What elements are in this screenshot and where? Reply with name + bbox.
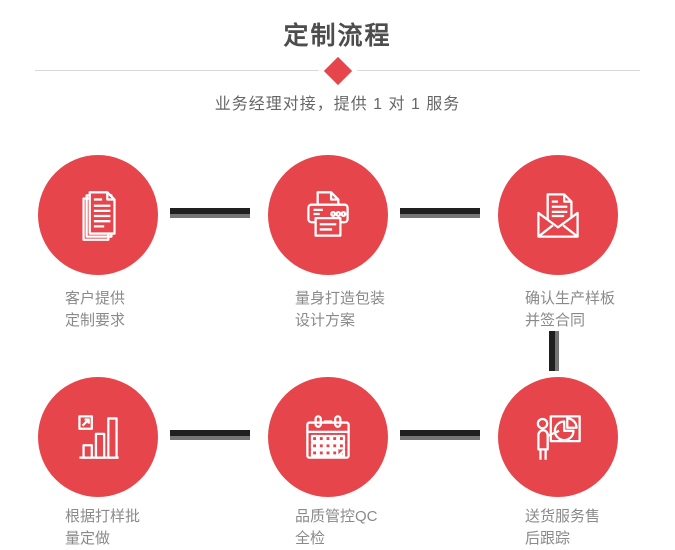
printer-icon — [307, 191, 349, 237]
connector-step5-step6 — [400, 430, 480, 440]
bar-chart-icon — [78, 415, 119, 459]
step-label-6: 送货服务售 后跟踪 — [525, 508, 601, 547]
step-label-1: 客户提供 定制要求 — [65, 290, 126, 329]
step-label-3: 确认生产样板 并签合同 — [525, 290, 616, 329]
step-circle-5 — [268, 377, 388, 497]
connector-step3-step6 — [549, 331, 559, 371]
step-circle-3 — [498, 155, 618, 275]
documents-icon — [82, 191, 116, 241]
step-circle-6 — [498, 377, 618, 497]
step-circle-2 — [268, 155, 388, 275]
step-circle-1 — [38, 155, 158, 275]
connector-step4-step5 — [170, 430, 250, 440]
calendar-icon — [306, 415, 350, 459]
step-label-2: 量身打造包装 设计方案 — [295, 290, 386, 329]
page-title: 定制流程 — [283, 22, 392, 50]
open-envelope-icon — [537, 193, 579, 238]
step-circle-4 — [38, 377, 158, 497]
diamond-icon — [323, 56, 352, 86]
subtitle: 业务经理对接，提供 1 对 1 服务 — [214, 96, 461, 113]
step-label-5: 品质管控QC 全检 — [295, 508, 378, 547]
step-label-4: 根据打样批 量定做 — [65, 508, 141, 547]
presentation-icon — [536, 415, 581, 460]
connector-step2-step3 — [400, 208, 480, 218]
connector-step1-step2 — [170, 208, 250, 218]
